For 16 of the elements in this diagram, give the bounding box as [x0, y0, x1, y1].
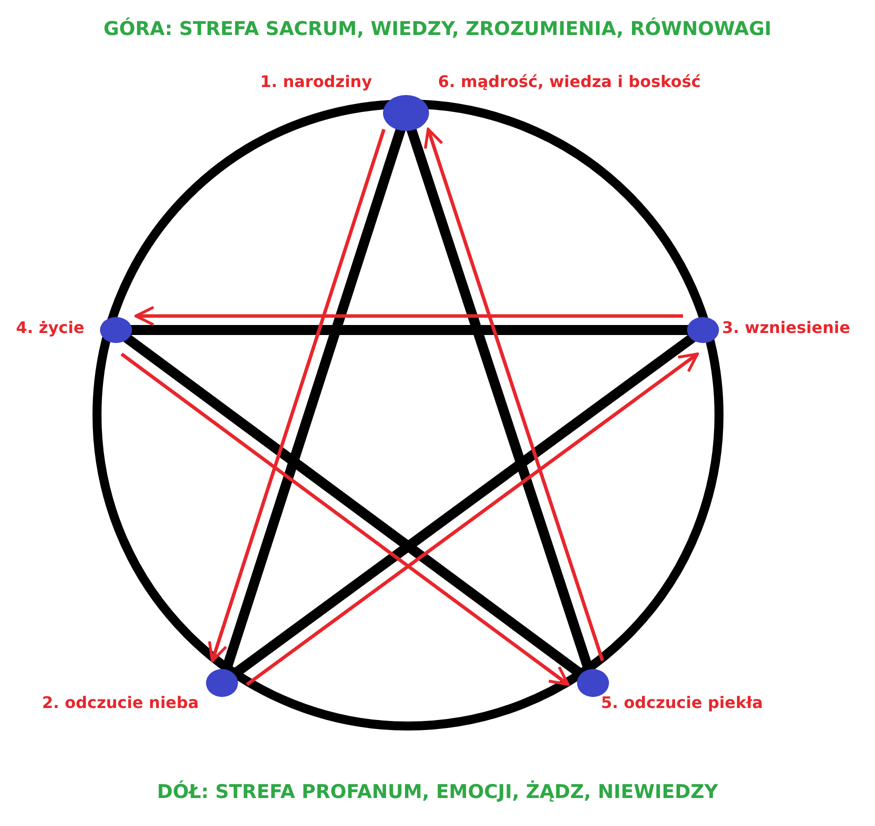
arrow [424, 128, 604, 662]
node-dot [206, 669, 238, 697]
node-dot [100, 317, 132, 343]
title: GÓRA: STREFA SACRUM, WIEDZY, ZROZUMIENIA, RÓWNOWAGI [104, 18, 772, 40]
node-label: 6. mądrość, wiedza i boskość [438, 72, 701, 91]
node-label: 5. odczucie piekła [601, 693, 763, 712]
node-dot [687, 317, 719, 343]
caption: DÓŁ: STREFA PROFANUM, EMOCJI, ŻĄDZ, NIEWIEDZY [156, 781, 718, 803]
node-label: 1. narodziny [260, 72, 372, 91]
node-dot [577, 669, 609, 697]
node-label: 3. wzniesienie [722, 318, 850, 337]
arrow [208, 128, 386, 662]
arrow [134, 306, 683, 326]
node-dot [383, 95, 429, 131]
node-label: 4. życie [16, 318, 84, 337]
node-label: 2. odczucie nieba [42, 693, 199, 712]
